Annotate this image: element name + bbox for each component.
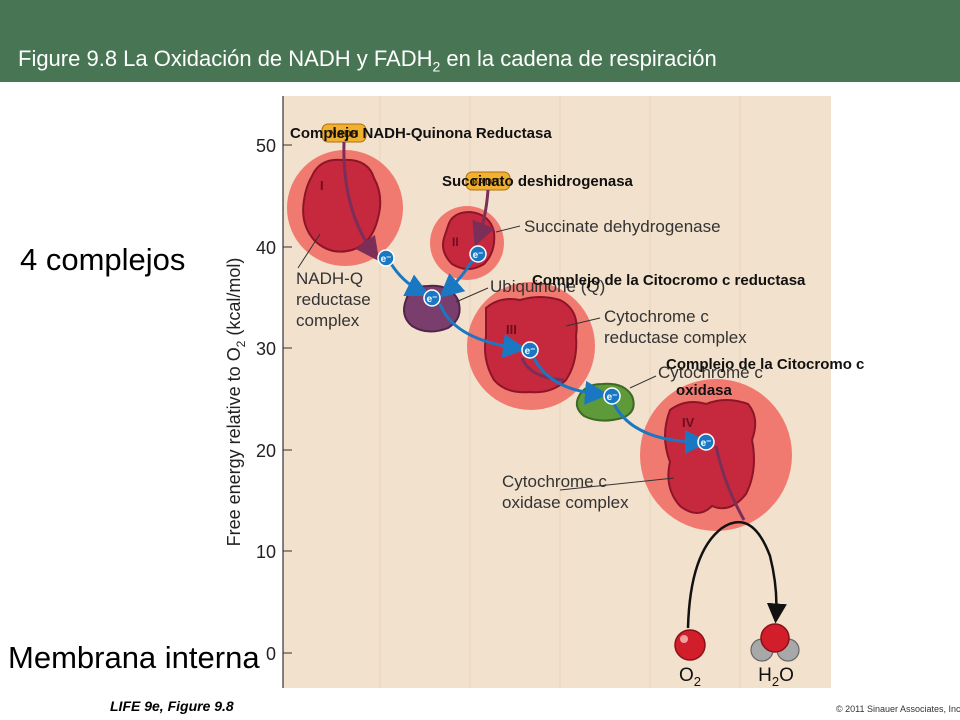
tick-label-50: 50 bbox=[256, 136, 276, 156]
spanish-labels: Complejo NADH-Quinona Reductasa Succinat… bbox=[290, 125, 864, 399]
arrow-complex-iii-path bbox=[520, 357, 565, 382]
electron-label-q: e⁻ bbox=[427, 294, 438, 305]
electron-badge-iv bbox=[697, 433, 715, 451]
o2-label: O2 bbox=[679, 665, 701, 689]
complex-iv-spanish-1: Complejo de la Citocromo c bbox=[666, 356, 864, 373]
english-labels: NADH-Q reductase complex Succinate dehyd… bbox=[296, 217, 763, 512]
electron-label-iii: e⁻ bbox=[525, 346, 536, 357]
complex-ii-protein bbox=[442, 210, 496, 270]
complex-iii-roman: III bbox=[506, 322, 517, 337]
y-axis: 50 40 30 20 10 0 Free energy relative to… bbox=[224, 96, 292, 688]
o2-highlight bbox=[680, 635, 688, 643]
h2o-label: H2O bbox=[758, 665, 794, 689]
title-prefix: Figure 9.8 La Oxidación de NADH y FADH bbox=[18, 46, 433, 71]
tick-label-20: 20 bbox=[256, 441, 276, 461]
complex-ii-spanish: Succinato deshidrogenasa bbox=[442, 173, 634, 190]
electron-label-ii: e⁻ bbox=[473, 250, 484, 261]
complex-iv-spanish-2: oxidasa bbox=[676, 382, 733, 399]
complex-iii-english-1: Cytochrome c bbox=[604, 307, 709, 326]
complex-i-protein bbox=[302, 158, 382, 253]
complex-ii-roman: II bbox=[452, 235, 459, 249]
h2o-oxygen bbox=[760, 623, 790, 653]
complex-ii-english: Succinate dehydrogenase bbox=[524, 217, 721, 236]
complex-iv-roman: IV bbox=[682, 415, 695, 430]
tick-label-30: 30 bbox=[256, 339, 276, 359]
electron-label-iv: e⁻ bbox=[701, 438, 712, 449]
arrow-o2-to-h2o bbox=[686, 520, 787, 629]
o2-atom bbox=[674, 629, 706, 661]
h2o-molecule bbox=[750, 623, 800, 662]
complex-i-english-3: complex bbox=[296, 311, 360, 330]
arrow-complex-ii-path bbox=[472, 189, 495, 247]
arrow-q-to-iii bbox=[438, 303, 527, 359]
complex-i-english-1: NADH-Q bbox=[296, 269, 363, 288]
tick-label-0: 0 bbox=[266, 644, 276, 664]
ubiquinone-english: Ubiquinone (Q) bbox=[490, 277, 605, 296]
arrow-complex-iv-path bbox=[714, 445, 746, 521]
title-suffix: en la cadena de respiración bbox=[440, 46, 717, 71]
complex-iii-spanish: Complejo de la Citocromo c reductasa bbox=[532, 272, 806, 289]
complex-i-spanish: Complejo NADH-Quinona Reductasa bbox=[290, 125, 552, 142]
complex-iii-english-2: reductase complex bbox=[604, 328, 747, 347]
electron-badge-q bbox=[423, 289, 441, 307]
arrow-ii-to-q bbox=[439, 257, 476, 298]
electron-badge-ii bbox=[469, 245, 487, 263]
label-inner-membrane: Membrana interna bbox=[8, 640, 260, 675]
arrow-iii-to-cytc bbox=[532, 357, 609, 405]
tick-label-40: 40 bbox=[256, 238, 276, 258]
electron-label-cytc: e⁻ bbox=[607, 392, 618, 403]
electron-badges: e⁻ e⁻ e⁻ e⁻ e⁻ e⁻ bbox=[377, 245, 715, 451]
complex-iv-english-2: oxidase complex bbox=[502, 493, 629, 512]
label-four-complexes: 4 complejos bbox=[20, 242, 186, 277]
footer-figure-credit: LIFE 9e, Figure 9.8 bbox=[110, 698, 234, 714]
fadh2-tag-label: FADH₂ bbox=[472, 177, 504, 188]
nadh-tag-label: NADH bbox=[330, 129, 359, 140]
cytochrome-c-english: Cytochrome c bbox=[658, 363, 763, 382]
electron-badge-i bbox=[377, 249, 395, 267]
electron-label-i: e⁻ bbox=[381, 254, 392, 265]
footer-copyright: © 2011 Sinauer Associates, Inc. bbox=[836, 704, 960, 714]
cytochrome-c-protein bbox=[575, 382, 635, 422]
electron-badge-cytc bbox=[603, 387, 621, 405]
title-subscript: 2 bbox=[432, 58, 441, 75]
complex-i-roman: I bbox=[320, 178, 324, 193]
o2-molecule bbox=[674, 629, 706, 661]
arrow-i-to-q bbox=[388, 261, 431, 297]
complex-i-english-2: reductase bbox=[296, 290, 371, 309]
complex-iv-protein bbox=[664, 399, 757, 514]
y-axis-label: Free energy relative to O2 (kcal/mol) bbox=[224, 258, 248, 547]
electron-badge-iii bbox=[521, 341, 539, 359]
arrow-complex-i-path bbox=[342, 141, 380, 262]
complex-iv-english-1: Cytochrome c bbox=[502, 472, 607, 491]
tick-label-10: 10 bbox=[256, 542, 276, 562]
page-title: Figure 9.8 La Oxidación de NADH y FADH2 … bbox=[18, 46, 717, 74]
arrow-cytc-to-iv bbox=[612, 403, 709, 454]
leader-lines bbox=[297, 225, 675, 491]
header-bar: Figure 9.8 La Oxidación de NADH y FADH2 … bbox=[0, 0, 960, 82]
